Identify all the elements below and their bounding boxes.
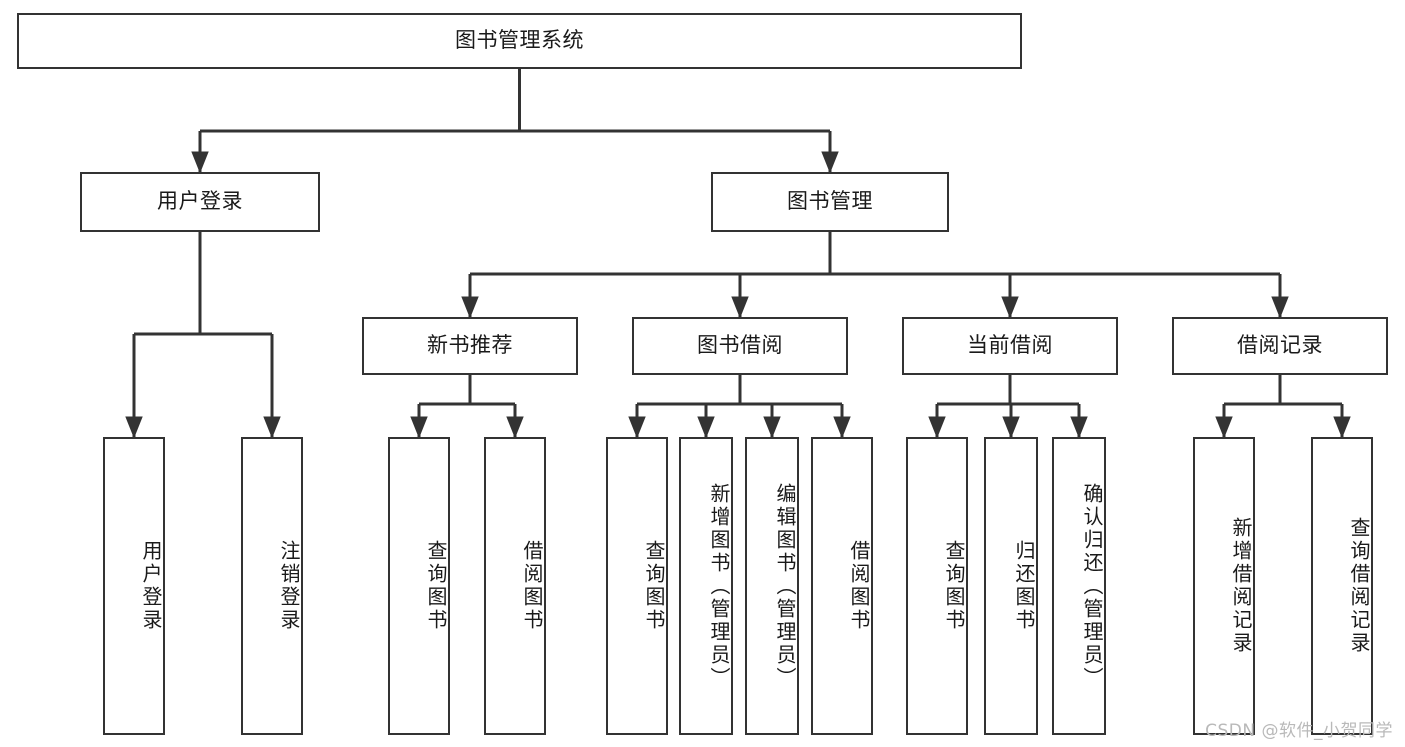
arrowhead-icon: [1002, 416, 1020, 439]
arrowhead-icon: [763, 416, 781, 439]
node-leaf-b-book-1[interactable]: 借阅图书: [484, 437, 546, 735]
node-label: 图书管理系统: [455, 28, 584, 53]
arrowhead-icon: [821, 151, 839, 174]
node-label: 查询借阅记录: [1347, 517, 1371, 655]
arrowhead-icon: [191, 151, 209, 174]
node-book-borrow[interactable]: 图书借阅: [632, 317, 848, 375]
node-label: 新增图书（管理员）: [707, 482, 731, 690]
node-label: 查询图书: [424, 540, 448, 632]
node-label: 借阅图书: [520, 540, 544, 632]
arrowhead-icon: [1070, 416, 1088, 439]
node-leaf-q-book-2[interactable]: 查询图书: [606, 437, 668, 735]
node-label: 图书管理: [787, 189, 873, 214]
node-label: 新增借阅记录: [1229, 517, 1253, 655]
node-label: 查询图书: [642, 540, 666, 632]
node-user-login[interactable]: 用户登录: [80, 172, 320, 232]
node-leaf-q-book-3[interactable]: 查询图书: [906, 437, 968, 735]
arrowhead-icon: [506, 416, 524, 439]
node-label: 查询图书: [942, 540, 966, 632]
node-leaf-confirm[interactable]: 确认归还（管理员）: [1052, 437, 1106, 735]
node-label: 借阅图书: [847, 540, 871, 632]
arrowhead-icon: [461, 296, 479, 319]
node-label: 借阅记录: [1237, 333, 1323, 358]
arrowhead-icon: [628, 416, 646, 439]
arrowhead-icon: [1333, 416, 1351, 439]
node-label: 用户登录: [157, 189, 243, 214]
node-leaf-logout[interactable]: 注销登录: [241, 437, 303, 735]
node-label: 用户登录: [139, 540, 163, 632]
node-new-book-rec[interactable]: 新书推荐: [362, 317, 578, 375]
arrowhead-icon: [410, 416, 428, 439]
node-leaf-edit-book[interactable]: 编辑图书（管理员）: [745, 437, 799, 735]
arrowhead-icon: [263, 416, 281, 439]
node-label: 当前借阅: [967, 333, 1053, 358]
node-root[interactable]: 图书管理系统: [17, 13, 1022, 69]
node-label: 归还图书: [1012, 540, 1036, 632]
arrowhead-icon: [1215, 416, 1233, 439]
node-label: 编辑图书（管理员）: [773, 482, 797, 690]
node-borrow-record[interactable]: 借阅记录: [1172, 317, 1388, 375]
arrowhead-icon: [833, 416, 851, 439]
node-book-manage[interactable]: 图书管理: [711, 172, 949, 232]
node-leaf-user-login[interactable]: 用户登录: [103, 437, 165, 735]
node-label: 图书借阅: [697, 333, 783, 358]
arrowhead-icon: [928, 416, 946, 439]
node-label: 确认归还（管理员）: [1080, 482, 1104, 690]
node-leaf-add-rec[interactable]: 新增借阅记录: [1193, 437, 1255, 735]
node-leaf-q-book-1[interactable]: 查询图书: [388, 437, 450, 735]
arrowhead-icon: [1271, 296, 1289, 319]
watermark: CSDN @软件_小贺同学: [1205, 721, 1393, 741]
node-leaf-return[interactable]: 归还图书: [984, 437, 1038, 735]
arrowhead-icon: [1001, 296, 1019, 319]
node-label: 新书推荐: [427, 333, 513, 358]
arrowhead-icon: [125, 416, 143, 439]
node-current-borrow[interactable]: 当前借阅: [902, 317, 1118, 375]
arrowhead-icon: [731, 296, 749, 319]
arrowhead-icon: [697, 416, 715, 439]
node-leaf-q-rec[interactable]: 查询借阅记录: [1311, 437, 1373, 735]
node-label: 注销登录: [277, 540, 301, 632]
node-leaf-add-book[interactable]: 新增图书（管理员）: [679, 437, 733, 735]
node-leaf-b-book-2[interactable]: 借阅图书: [811, 437, 873, 735]
